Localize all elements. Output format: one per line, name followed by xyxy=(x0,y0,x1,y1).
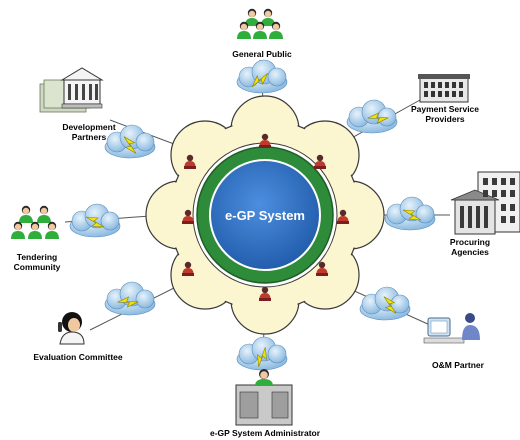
label-general-public: General Public xyxy=(232,49,292,59)
label-evaluation-committee: Evaluation Committee xyxy=(33,352,123,362)
core-label: e-GP System xyxy=(225,208,305,223)
people-group-icon xyxy=(11,205,59,239)
label-development-partners: Development Partners xyxy=(62,122,116,142)
bank-building-icon xyxy=(418,74,470,103)
core-circle xyxy=(209,159,321,271)
admin-desk-icon xyxy=(235,369,293,426)
bank-money-icon xyxy=(39,67,104,113)
label-tendering-community: Tendering Community xyxy=(13,252,61,272)
label-procuring-agencies: Procuring Agencies xyxy=(449,237,491,257)
phone-user-icon xyxy=(58,312,85,345)
label-payment-service-providers: Payment Service Providers xyxy=(410,104,480,124)
computer-operator-icon xyxy=(423,313,480,344)
cloud-icon xyxy=(104,281,156,316)
label-system-administrator: e-GP System Administrator xyxy=(209,428,321,438)
cloud-icon xyxy=(236,336,288,371)
office-building-icon xyxy=(450,171,520,235)
cloud-icon xyxy=(359,286,411,321)
cloud-icon xyxy=(236,59,288,94)
label-om-partner: O&M Partner xyxy=(432,360,484,370)
people-group-icon xyxy=(237,8,283,39)
